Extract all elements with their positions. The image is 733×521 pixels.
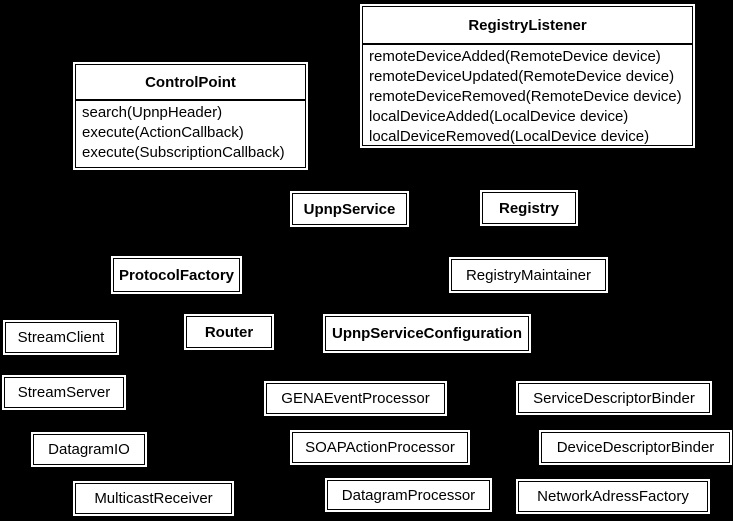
node-genaeventprocessor: GENAEventProcessor — [266, 383, 445, 414]
class-method: localDeviceAdded(LocalDevice device) — [369, 108, 629, 125]
node-protocolfactory: ProtocolFactory — [113, 258, 240, 292]
class-title-controlpoint: ControlPoint — [76, 65, 305, 101]
class-method-list-controlpoint: search(UpnpHeader) execute(ActionCallback… — [76, 101, 305, 167]
node-upnpservice: UpnpService — [292, 193, 407, 225]
node-datagramprocessor: DatagramProcessor — [327, 480, 490, 510]
class-method: remoteDeviceUpdated(RemoteDevice device) — [369, 68, 675, 85]
class-method: remoteDeviceAdded(RemoteDevice device) — [369, 48, 661, 65]
node-servicedescriptorbinder: ServiceDescriptorBinder — [518, 383, 710, 413]
class-method: search(UpnpHeader) — [82, 104, 223, 121]
class-method: execute(SubscriptionCallback) — [82, 144, 285, 161]
node-devicedescriptorbinder: DeviceDescriptorBinder — [541, 432, 730, 463]
node-router: Router — [186, 316, 272, 348]
node-multicastreceiver: MulticastReceiver — [75, 483, 232, 514]
node-registrymaintainer: RegistryMaintainer — [451, 259, 606, 291]
class-method: remoteDeviceRemoved(RemoteDevice device) — [369, 88, 682, 105]
class-box-controlpoint: ControlPoint search(UpnpHeader) execute(Ac… — [75, 64, 306, 168]
class-method: execute(ActionCallback) — [82, 124, 244, 141]
class-method: localDeviceRemoved(LocalDevice device) — [369, 128, 650, 145]
node-upnpserviceconfiguration: UpnpServiceConfiguration — [325, 316, 529, 351]
class-title-registrylistener: RegistryListener — [363, 7, 692, 45]
node-streamserver: StreamServer — [4, 377, 124, 408]
node-streamclient: StreamClient — [5, 322, 117, 353]
class-method-list-registrylistener: remoteDeviceAdded(RemoteDevice device) re… — [363, 45, 692, 147]
node-soapactionprocessor: SOAPActionProcessor — [292, 432, 468, 463]
node-networkadressfactory: NetworkAdressFactory — [518, 481, 708, 512]
node-datagramio: DatagramIO — [33, 434, 145, 465]
node-registry: Registry — [482, 192, 576, 224]
